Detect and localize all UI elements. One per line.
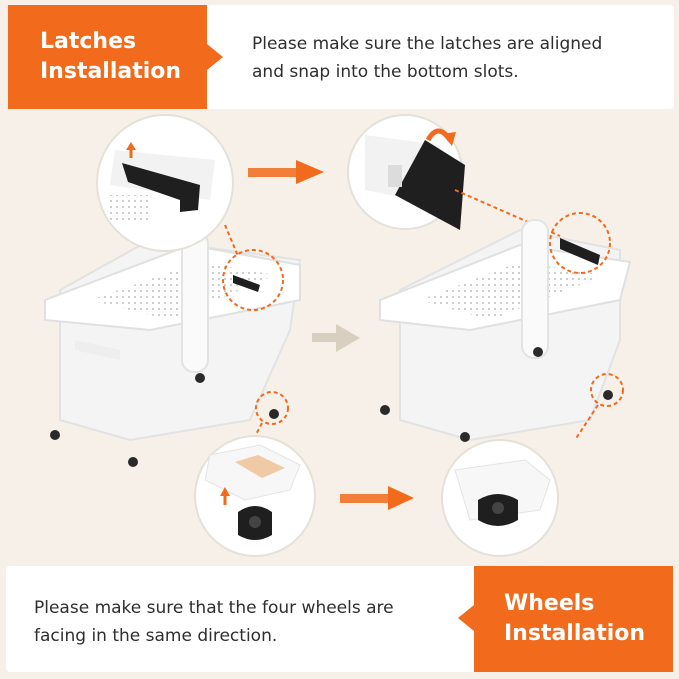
right-latch-zoom <box>347 114 465 230</box>
latches-instruction-line1: Please make sure the latches are aligned <box>252 34 603 54</box>
left-wheel-marker <box>255 391 289 425</box>
left-wheel-zoom <box>194 435 316 557</box>
right-storage-bin <box>379 219 632 442</box>
wheels-instruction-line1: Please make sure that the four wheels ar… <box>34 598 394 618</box>
wheels-instruction-line2: facing in the same direction. <box>34 626 278 646</box>
right-wheel-zoom <box>441 439 559 557</box>
arrow-right-bottom <box>340 486 414 510</box>
left-latch-zoom <box>96 114 234 252</box>
assembly-illustration <box>44 114 632 557</box>
arrow-right-middle <box>312 324 360 352</box>
left-storage-bin <box>44 231 302 467</box>
latches-installation-tag: Latches Installation <box>8 5 223 109</box>
latches-tag-line1: Latches <box>40 29 137 54</box>
right-wheel-marker <box>590 373 624 407</box>
arrow-right-top <box>248 160 324 184</box>
right-latch-marker <box>549 212 611 274</box>
latches-instruction-line2: and snap into the bottom slots. <box>252 62 519 82</box>
wheels-installation-tag: Wheels Installation <box>458 566 673 672</box>
wheels-tag-line1: Wheels <box>504 591 595 616</box>
latches-tag-line2: Installation <box>40 59 182 84</box>
left-latch-marker <box>222 249 284 311</box>
wheels-tag-line2: Installation <box>504 621 646 646</box>
latches-instruction: Please make sure the latches are aligned… <box>252 30 602 86</box>
wheels-instruction: Please make sure that the four wheels ar… <box>34 594 394 650</box>
